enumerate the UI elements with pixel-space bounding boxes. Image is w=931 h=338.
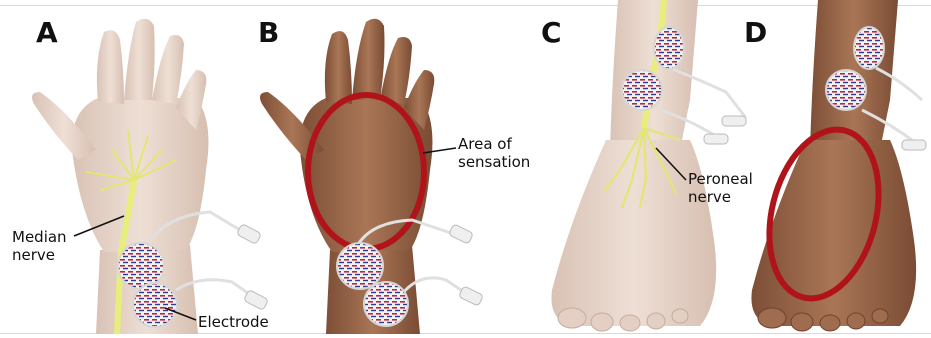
- electrode-pad-icon: [337, 243, 383, 289]
- electrode-pad-icon: [364, 282, 408, 326]
- peroneal-nerve-label: Peroneal nerve: [688, 170, 753, 206]
- panel-a-hand: [32, 19, 269, 334]
- panel-letter-b: B: [258, 16, 279, 49]
- electrode-pad-icon: [654, 27, 684, 69]
- panel-letter-c: C: [541, 16, 562, 49]
- panel-letter-a: A: [36, 16, 58, 49]
- electrode-label: Electrode: [198, 313, 269, 331]
- area-of-sensation-label: Area of sensation: [458, 135, 530, 171]
- panel-d-foot: [751, 0, 926, 331]
- panel-c-foot: [551, 0, 746, 331]
- electrode-pad-icon: [854, 27, 884, 69]
- electrode-pad-icon: [622, 70, 662, 110]
- electrode-pad-icon: [133, 283, 177, 327]
- electrode-pad-icon: [826, 70, 866, 110]
- panel-letter-d: D: [744, 16, 767, 49]
- panel-b-hand: [260, 19, 484, 334]
- median-nerve-label: Median nerve: [12, 228, 67, 264]
